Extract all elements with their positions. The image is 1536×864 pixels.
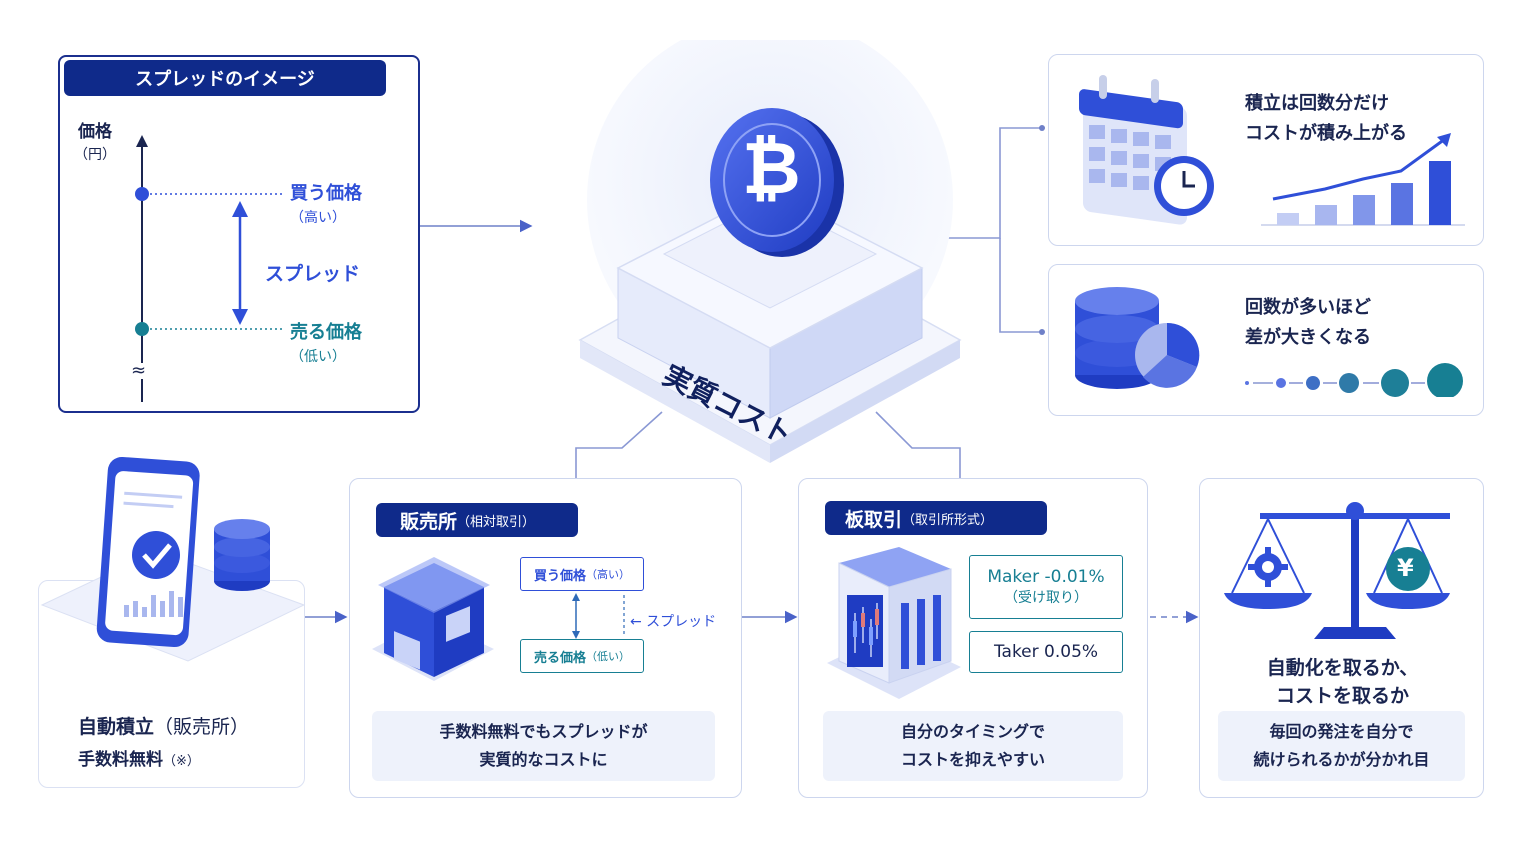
axis-break-mark: ≈ (131, 360, 147, 381)
auto-fee-mark: （※） (163, 754, 200, 769)
auto-accumulation-title: 自動積立（販売所） (78, 712, 249, 739)
itatorihiki-panel: 板取引（取引所形式） Maker -0.01% （受け取り） Taker 0.0… (798, 478, 1148, 798)
spread-label: スプレッド (265, 263, 361, 285)
accumulation-text-1: 積立は回数分だけ (1245, 93, 1389, 114)
price-axis-graphic (135, 135, 282, 402)
spread-image-title-text: スプレッドのイメージ (135, 69, 315, 90)
balance-question-2: コストを取るか (1275, 685, 1409, 707)
maker-fee-text: Maker -0.01% (987, 567, 1105, 587)
buy-price-note: （高い） (290, 210, 346, 226)
sell-price-label: 売る価格 (290, 322, 362, 343)
hanbaijo-buy-text: 買う価格 (533, 568, 586, 584)
difference-grows-panel: 回数が多いほど 差が大きくなる (1048, 264, 1484, 416)
balance-question-1: 自動化を取るか、 (1266, 657, 1419, 679)
itatorihiki-note-line2: コストを抑えやすい (900, 750, 1045, 769)
auto-fee-text: 手数料無料（※） (78, 745, 200, 770)
growing-dots-icon (1245, 363, 1463, 397)
exchange-building-icon (827, 547, 961, 699)
price-axis-label: 価格 (78, 122, 112, 142)
hanbaijo-spread-arrows (572, 593, 625, 639)
spread-image-title: スプレッドのイメージ (64, 60, 386, 96)
balance-panel: ¥ 自動化を取るか、 コストを取るか 毎回の発注を自分で 続けられるかが分かれ目 (1199, 478, 1484, 798)
auto-title-paren: （販売所） (154, 716, 250, 738)
difference-text-1: 回数が多いほど (1245, 297, 1371, 318)
maker-fee-sub: （受け取り） (1004, 590, 1088, 606)
taker-fee-box: Taker 0.05% (969, 631, 1123, 673)
rising-bar-chart-icon (1261, 133, 1465, 226)
coin-stack-pie-icon (1075, 287, 1200, 389)
hanbaijo-sell-text: 売る価格 (533, 650, 586, 666)
maker-fee-box: Maker -0.01% （受け取り） (969, 555, 1123, 619)
hanbaijo-buy-sub: （高い） (586, 568, 630, 581)
phone-check-icon (40, 456, 306, 662)
balance-note-line1: 毎回の発注を自分で (1269, 722, 1414, 741)
accumulation-text-2: コストが積み上がる (1245, 123, 1407, 144)
bitcoin-symbol: ₿ (742, 126, 801, 210)
balance-scale-icon (1224, 502, 1450, 639)
price-axis-unit: （円） (74, 147, 116, 163)
itatorihiki-tag: 板取引（取引所形式） (825, 501, 1047, 535)
buy-price-label: 買う価格 (290, 183, 362, 204)
itatorihiki-tag-text: 板取引 (845, 508, 903, 531)
shop-building-icon (372, 557, 494, 681)
auto-title-main: 自動積立 (78, 716, 155, 738)
itatorihiki-tag-sub: （取引所形式） (902, 512, 994, 528)
hanbaijo-note: 手数料無料でもスプレッドが 実質的なコストに (372, 711, 715, 781)
auto-fee-main: 手数料無料 (78, 750, 163, 770)
real-cost-platform (578, 40, 962, 463)
hanbaijo-tag-text: 販売所 (400, 510, 458, 533)
hanbaijo-spread-label: ← スプレッド (630, 614, 717, 630)
yen-symbol: ¥ (1397, 554, 1414, 582)
balance-note-line2: 続けられるかが分かれ目 (1253, 750, 1430, 769)
spread-image-panel: スプレッドのイメージ 価格 （円） ≈ 買う価格 （高い） スプレッド 売る価格… (58, 55, 420, 413)
hanbaijo-tag: 販売所（相対取引） (376, 503, 578, 537)
itatorihiki-note: 自分のタイミングで コストを抑えやすい (823, 711, 1123, 781)
balance-note: 毎回の発注を自分で 続けられるかが分かれ目 (1218, 711, 1465, 781)
hanbaijo-sell-box: 売る価格（低い） (520, 639, 644, 673)
sell-price-note: （低い） (290, 349, 346, 365)
hanbaijo-buy-box: 買う価格（高い） (520, 557, 644, 591)
accumulation-cost-panel: 積立は回数分だけ コストが積み上がる (1048, 54, 1484, 246)
difference-text-2: 差が大きくなる (1245, 327, 1371, 348)
hanbaijo-panel: 販売所（相対取引） 買う価格（高い） 売る価格（低い） ← スプレッド 手数料無… (349, 478, 742, 798)
hanbaijo-note-line2: 実質的なコストに (479, 750, 608, 769)
itatorihiki-note-line1: 自分のタイミングで (900, 722, 1045, 741)
hanbaijo-note-line1: 手数料無料でもスプレッドが (439, 722, 648, 741)
hanbaijo-sell-sub: （低い） (586, 650, 630, 663)
hanbaijo-tag-sub: （相対取引） (457, 514, 536, 530)
calendar-clock-icon (1079, 75, 1214, 225)
taker-fee-text: Taker 0.05% (993, 642, 1099, 662)
